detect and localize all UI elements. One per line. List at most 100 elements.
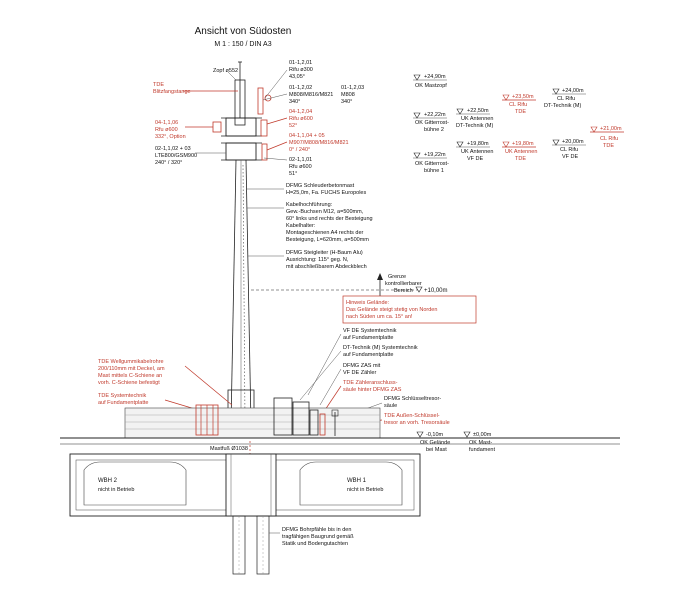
level-2222-sub: bühne 2 bbox=[424, 127, 444, 133]
ground-level-1-desc: OK Gelände bbox=[420, 440, 450, 446]
desc-2-1: Kabelhochführung: bbox=[286, 202, 333, 208]
level-10m: +10,00m bbox=[424, 288, 448, 294]
right-antenna-labels: 01-1,2,01 Rifu ø300 43,05° 01-1,2,02 M80… bbox=[262, 60, 364, 177]
antenna-label-r1-1: 01-1,2,01 bbox=[289, 60, 312, 66]
antenna-label-a1: 04-1,1,06 bbox=[155, 120, 178, 126]
antenna-label-r3-1: 01-1,2,03 bbox=[341, 85, 364, 91]
antenna-label-r1-3: 43,05° bbox=[289, 74, 305, 80]
desc-3-1: DFMG Steigleiter (H-Baum Alu) bbox=[286, 250, 363, 256]
boundary-marker: Grenze kontrollierbarer Bereich bbox=[377, 273, 422, 296]
antenna-label-r2-1: 01-1,2,02 bbox=[289, 85, 312, 91]
antenna-label-r1-2: Rifu ø300 bbox=[289, 67, 313, 73]
equipment-labels: VF DE Systemtechnik auf Fundamentplatte … bbox=[299, 328, 450, 426]
note-1-3: Mast mittels C-Schiene an bbox=[98, 373, 162, 379]
level-2350: +23,50m bbox=[512, 94, 534, 100]
antenna-label-r6-1: 02-1,1,01 bbox=[289, 157, 312, 163]
equip-1-1: VF DE Systemtechnik bbox=[343, 328, 397, 334]
antenna-label-r4-2: Rifu ø600 bbox=[289, 116, 313, 122]
equip-2-2: auf Fundamentplatte bbox=[343, 352, 393, 358]
equip-5-1: DFMG Schlüsseltresor- bbox=[384, 396, 441, 402]
antenna-label-r5-2: M907/M808/M816/M821 bbox=[289, 140, 349, 146]
wbh1-title: WBH 1 bbox=[347, 478, 367, 484]
tde-lightning-label-2: Blitzfangstange bbox=[153, 89, 191, 95]
equip-2-1: DT-Technik (M) Systemtechnik bbox=[343, 345, 418, 351]
wbh2-status: nicht in Betrieb bbox=[98, 487, 134, 493]
antenna-label-r4-1: 04-1,2,04 bbox=[289, 109, 312, 115]
equip-3-1: DFMG ZAS mit bbox=[343, 363, 381, 369]
antenna-label-a2: Rfu ø600 bbox=[155, 127, 178, 133]
site-base bbox=[60, 397, 620, 461]
note-1-1: TDE Wellgummikabelrohre bbox=[98, 359, 164, 365]
desc-2-6: Besteigung, L=620mm, a=500mm bbox=[286, 237, 369, 243]
hinweis-line-2: nach Süden um ca. 15° an! bbox=[346, 314, 413, 320]
note-1-2: 200/110mm mit Deckel, am bbox=[98, 366, 165, 372]
level-2350-owner: TDE bbox=[515, 109, 526, 115]
desc-2-2: Gew.-Buchsen M12, a=500mm, bbox=[286, 209, 364, 215]
level-1980-tde-owner: TDE bbox=[515, 156, 526, 162]
zopf-label: Zopf ø552 bbox=[213, 68, 238, 74]
antenna-label-r2-3: 340° bbox=[289, 99, 300, 105]
level-1922-sub: bühne 1 bbox=[424, 168, 444, 174]
level-2400-desc: CL Rifu bbox=[557, 96, 575, 102]
drawing-title: Ansicht von Südosten bbox=[195, 26, 292, 37]
piles-label-2: tragfähigen Baugrund gemäß bbox=[282, 534, 354, 540]
piles-label-3: Statik und Bodengutachten bbox=[282, 541, 348, 547]
level-2350-desc: CL Rifu bbox=[509, 102, 527, 108]
level-markers: +24,90m OK Mastzopf +23,50m CL Rifu TDE … bbox=[413, 74, 624, 174]
level-2400: +24,00m bbox=[562, 88, 584, 94]
level-2000: +20,00m bbox=[562, 139, 584, 145]
tde-lightning-label-1: TDE bbox=[153, 82, 164, 88]
ground-level-2-sub: fundament bbox=[469, 447, 495, 453]
desc-3-2: Ausrichtung: 115° geg. N, bbox=[286, 257, 349, 263]
ground-level-2-desc: OK Mast- bbox=[469, 440, 492, 446]
equip-1-2: auf Fundamentplatte bbox=[343, 335, 393, 341]
equip-5-2: säule bbox=[384, 403, 397, 409]
level-1980-vf-owner: VF DE bbox=[467, 156, 484, 162]
level-2250-owner: DT-Technik (M) bbox=[456, 123, 493, 129]
boundary-label-2: kontrollierbarer bbox=[385, 281, 422, 287]
level-2222-desc: OK Gitterrost- bbox=[415, 120, 449, 126]
antenna-label-r3-2: M808 bbox=[341, 92, 355, 98]
desc-2-3: 60° links und rechts der Besteigung bbox=[286, 216, 373, 222]
ground-level-2: ±0,00m bbox=[473, 432, 492, 438]
desc-1-1: DFMG Schleuderbetonmast bbox=[286, 183, 355, 189]
antenna-label-r4-3: 52° bbox=[289, 123, 297, 129]
level-2100-desc: CL Rifu bbox=[600, 136, 618, 142]
mast-foot-label: Mastfuß Ø1038 bbox=[210, 446, 248, 452]
level-2100-owner: TDE bbox=[603, 143, 614, 149]
antenna-label-r2-2: M808/M816/M821 bbox=[289, 92, 333, 98]
antenna-label-r3-3: 340° bbox=[341, 99, 352, 105]
desc-1-2: H=25,0m, Fa. FUCHS Europoles bbox=[286, 190, 366, 196]
mast bbox=[212, 61, 272, 429]
level-2490: +24,90m bbox=[424, 74, 446, 80]
left-notes: TDE Wellgummikabelrohre 200/110mm mit De… bbox=[98, 359, 233, 413]
antenna-label-r5-3: 0° / 240° bbox=[289, 147, 310, 153]
level-2490-desc: OK Mastzopf bbox=[415, 83, 447, 89]
level-1980-vf-desc: UK Antennen bbox=[461, 149, 493, 155]
desc-3-3: mit abschließbarem Abdeckblech bbox=[286, 264, 367, 270]
note-2-2: auf Fundamentplatte bbox=[98, 400, 148, 406]
note-2-1: TDE Systemtechnik bbox=[98, 393, 147, 399]
equip-6-1: TDE Außen-Schlüssel- bbox=[384, 413, 440, 419]
boundary-label-1: Grenze bbox=[388, 274, 406, 280]
level-2000-owner: VF DE bbox=[562, 154, 579, 160]
antenna-label-b3: 240° / 320° bbox=[155, 160, 182, 166]
hinweis-line-1: Das Gelände steigt stetig von Norden bbox=[346, 307, 437, 313]
note-1-4: vorh. C-Schiene befestigt bbox=[98, 380, 160, 386]
equip-3-2: VF DE Zähler bbox=[343, 370, 376, 376]
equip-4-2: säule hinter DFMG ZAS bbox=[343, 387, 402, 393]
level-2100: +21,00m bbox=[600, 126, 622, 132]
boundary-label-3: Bereich bbox=[394, 288, 413, 294]
level-2400-owner: DT-Technik (M) bbox=[544, 103, 581, 109]
ground-level-1: -0,10m bbox=[426, 432, 444, 438]
level-2250-desc: UK Antennen bbox=[461, 116, 493, 122]
level-1980-vf: +19,80m bbox=[467, 141, 489, 147]
equip-6-2: tresor an vorh. Tresorsäule bbox=[384, 420, 450, 426]
level-1980-tde: +19,80m bbox=[512, 141, 534, 147]
underground bbox=[69, 453, 421, 575]
piles-label-1: DFMG Bohrpfähle bis in den bbox=[282, 527, 351, 533]
antenna-label-r5-1: 04-1,1,04 + 05 bbox=[289, 133, 325, 139]
equip-4-1: TDE Zähleranschluss- bbox=[343, 380, 398, 386]
hinweis-title: Hinweis Gelände: bbox=[346, 300, 390, 306]
ground-level-1-sub: bei Mast bbox=[426, 447, 447, 453]
